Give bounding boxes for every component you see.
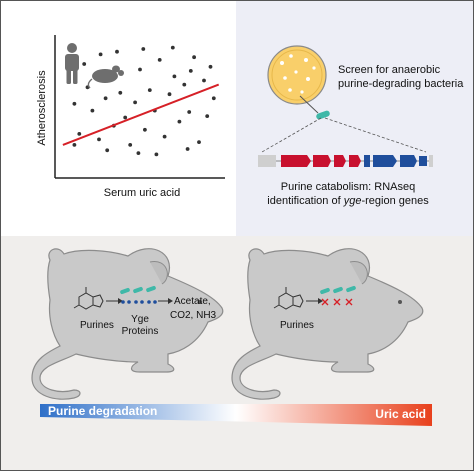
scatter-point-10 — [128, 143, 133, 147]
petri-plate — [267, 45, 327, 105]
acetate-label: Acetate, — [174, 296, 211, 307]
scatter-point-32 — [154, 152, 159, 157]
purines-label-left: Purines — [80, 320, 114, 331]
screen-label-line2: purine-degrading bacteria — [338, 78, 464, 90]
scatter-point-14 — [147, 88, 152, 92]
scatter-point-34 — [211, 96, 216, 101]
scatter-point-24 — [197, 140, 201, 145]
catabolism-line2: identification of yge-region genes — [267, 195, 429, 207]
catabolism-line2-prefix: identification of — [267, 195, 343, 207]
scatter-point-11 — [133, 100, 138, 105]
scatter-panel — [0, 0, 236, 236]
purine-molecule-left — [73, 287, 104, 310]
scatter-point-16 — [157, 58, 162, 62]
gradient-wedge — [40, 404, 432, 426]
scatter-point-17 — [162, 134, 167, 139]
scatter-point-20 — [177, 119, 182, 124]
x-axis-label: Serum uric acid — [104, 187, 180, 199]
scatter-point-39 — [105, 148, 110, 153]
scatter-point-22 — [187, 110, 192, 114]
screen-label: Screen for anaerobic purine-degrading ba… — [338, 64, 464, 90]
y-axis-label: Atherosclerosis — [36, 70, 48, 146]
scatter-point-36 — [170, 45, 175, 50]
catabolism-line2-italic: yge — [343, 195, 362, 207]
scatter-point-9 — [123, 115, 128, 120]
mouse-icon — [87, 65, 124, 89]
yge-label-left: Yge — [131, 314, 149, 325]
scatter-point-29 — [98, 52, 103, 57]
purine-degradation-label: Purine degradation — [48, 404, 157, 418]
scatter-point-5 — [103, 96, 108, 101]
screen-panel — [236, 0, 474, 236]
purines-label-right: Purines — [280, 320, 314, 331]
scatter-point-26 — [205, 114, 210, 118]
scatter-point-30 — [115, 49, 119, 54]
yge-proteins-left — [120, 285, 157, 304]
gene-cluster — [258, 155, 433, 167]
mouse-right — [231, 248, 424, 400]
arrowhead-purines-right — [318, 298, 323, 304]
catabolism-line2-suffix: -region genes — [361, 195, 429, 207]
scatter-point-13 — [143, 127, 147, 132]
proteins-label-left: Proteins — [122, 326, 159, 337]
mouse-left — [31, 248, 224, 400]
zoom-line-left — [261, 117, 322, 153]
scatter-point-33 — [185, 147, 190, 151]
scatter-point-37 — [188, 69, 193, 73]
scatter-point-31 — [136, 151, 141, 156]
scatter-point-23 — [192, 55, 197, 60]
uric-acid-label: Uric acid — [375, 407, 426, 421]
zoom-line-right — [324, 117, 427, 153]
scatter-point-3 — [90, 108, 95, 113]
scatter-point-28 — [82, 62, 87, 66]
scatter-point-4 — [97, 137, 101, 142]
scatter-point-12 — [138, 67, 142, 72]
trend-line — [62, 83, 220, 146]
pointer-arrow — [299, 95, 319, 114]
arrowhead-purines-left — [118, 298, 123, 304]
knocked-out-proteins-right — [320, 285, 356, 306]
scatter-point-19 — [172, 74, 177, 79]
co2-nh3-label: CO2, NH3 — [170, 310, 217, 321]
bacterium-icon — [316, 110, 330, 120]
scatter-point-18 — [167, 92, 172, 97]
scatter-plot: Serum uric acid Atherosclerosis — [36, 35, 225, 199]
arrowhead-products-left — [168, 298, 173, 304]
purine-molecule-right — [273, 287, 304, 310]
scatter-point-8 — [118, 90, 123, 95]
scatter-point-21 — [182, 82, 187, 87]
scatter-point-0 — [72, 101, 77, 106]
scatter-point-27 — [208, 64, 213, 69]
catabolism-line1: Purine catabolism: RNAseq — [281, 181, 416, 193]
human-icon — [65, 43, 79, 84]
scatter-point-25 — [202, 78, 206, 83]
screen-label-line1: Screen for anaerobic — [338, 64, 441, 76]
scatter-point-38 — [72, 143, 77, 147]
scatter-point-35 — [141, 47, 146, 51]
scatter-point-1 — [77, 132, 82, 136]
